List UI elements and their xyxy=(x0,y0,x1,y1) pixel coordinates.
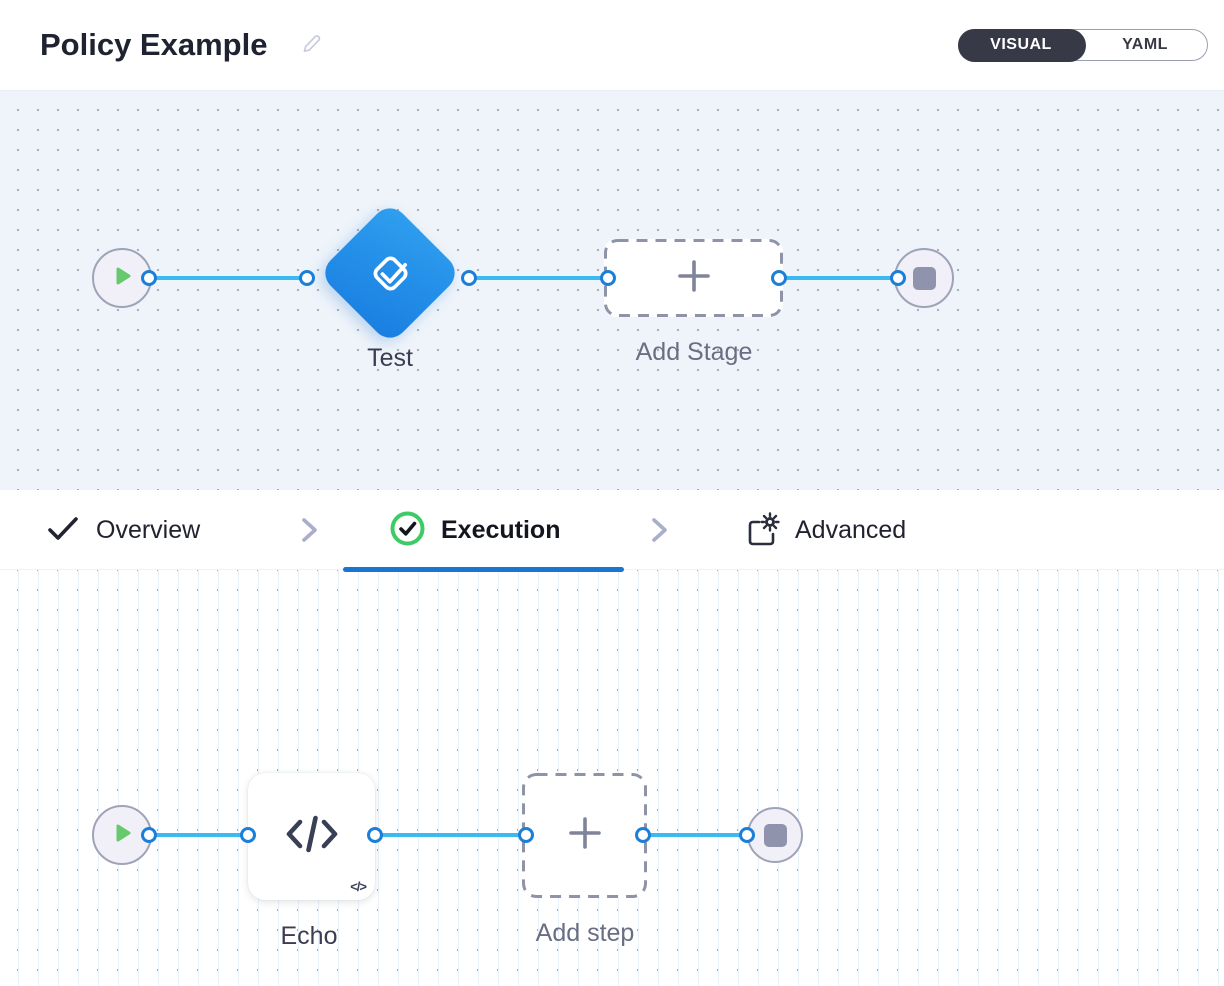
tab-label: Execution xyxy=(441,515,561,544)
step-name-label: Echo xyxy=(280,922,338,950)
toggle-active-pill xyxy=(957,28,1086,62)
connection-point[interactable] xyxy=(771,270,787,286)
tab-advanced[interactable]: Advanced xyxy=(745,490,906,570)
connection-point[interactable] xyxy=(635,827,651,843)
plus-icon xyxy=(674,256,714,301)
connector-line xyxy=(469,276,608,280)
settings-panel-icon xyxy=(745,512,780,547)
connection-point[interactable] xyxy=(141,827,157,843)
dashed-border xyxy=(604,239,783,317)
tab-overview[interactable]: Overview xyxy=(46,490,200,570)
header: Policy Example VISUAL YAML xyxy=(0,0,1224,91)
connection-point[interactable] xyxy=(299,270,315,286)
edit-title-button[interactable] xyxy=(299,31,324,59)
add-stage-button[interactable] xyxy=(604,239,783,317)
check-icon xyxy=(46,515,80,546)
visual-mode-button[interactable]: VISUAL xyxy=(959,30,1083,60)
step-node-echo[interactable]: </> xyxy=(248,773,375,900)
connection-point[interactable] xyxy=(367,827,383,843)
chevron-right-icon xyxy=(646,490,672,570)
play-icon xyxy=(109,820,135,851)
stage-canvas[interactable]: Test Add Stage xyxy=(0,91,1224,490)
play-icon xyxy=(109,263,135,294)
connection-point[interactable] xyxy=(600,270,616,286)
connector-line xyxy=(643,833,747,837)
stage-config-tabbar: Overview Execution xyxy=(0,490,1224,570)
connector-line xyxy=(149,833,248,837)
connector-line xyxy=(149,276,307,280)
stop-icon xyxy=(912,266,936,290)
connection-point[interactable] xyxy=(739,827,755,843)
check-circle-icon xyxy=(390,511,425,549)
add-stage-label: Add Stage xyxy=(635,338,753,366)
add-step-label: Add step xyxy=(535,919,635,947)
stop-icon xyxy=(763,823,787,847)
tab-label: Overview xyxy=(96,515,201,544)
dashed-border xyxy=(522,773,647,898)
yaml-mode-button[interactable]: YAML xyxy=(1083,30,1207,60)
steps-end-node[interactable] xyxy=(747,807,803,863)
connector-line xyxy=(375,833,526,837)
plus-icon xyxy=(565,813,605,858)
view-mode-toggle: VISUAL YAML xyxy=(957,28,1208,62)
stage-node-test[interactable] xyxy=(317,200,463,346)
tab-label: Advanced xyxy=(795,515,907,544)
code-icon xyxy=(284,810,340,863)
chevron-right-icon xyxy=(296,490,322,570)
connector-line xyxy=(779,276,898,280)
stage-name-label: Test xyxy=(367,344,413,372)
connection-point[interactable] xyxy=(890,270,906,286)
connection-point[interactable] xyxy=(461,270,477,286)
execution-step-canvas[interactable]: </> Echo Add step xyxy=(0,570,1224,986)
shell-script-badge: </> xyxy=(350,879,367,894)
add-step-button[interactable] xyxy=(522,773,647,898)
pencil-icon xyxy=(299,31,324,59)
connection-point[interactable] xyxy=(240,827,256,843)
connection-point[interactable] xyxy=(518,827,534,843)
approval-check-icon xyxy=(373,256,408,291)
connection-point[interactable] xyxy=(141,270,157,286)
tab-execution[interactable]: Execution xyxy=(390,490,560,570)
active-tab-indicator xyxy=(343,567,624,572)
page-title: Policy Example xyxy=(40,27,268,62)
